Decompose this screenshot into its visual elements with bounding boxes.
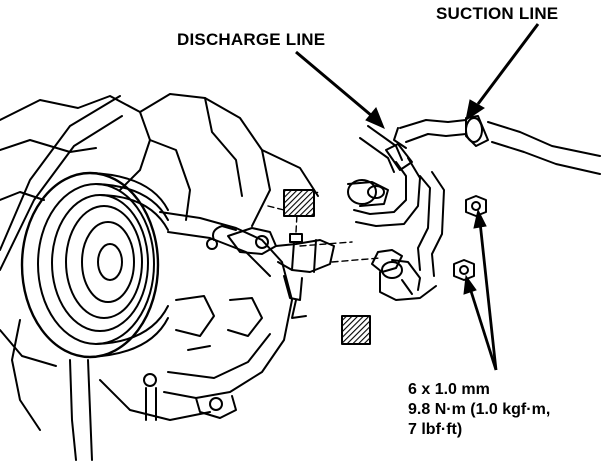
compressor-manifold — [206, 225, 335, 319]
o-ring-seal-lower — [341, 315, 371, 345]
compressor-body — [143, 211, 293, 421]
compressor-clutch-pulley — [20, 171, 169, 359]
suction-line-hose — [371, 115, 601, 301]
torque-value-text-cont: 7 lbf·ft) — [408, 421, 463, 438]
engine-block-outline — [0, 93, 319, 461]
suction-line-label: SUCTION LINE — [436, 4, 559, 23]
o-ring-seal-upper — [283, 189, 315, 217]
torque-value-text: 9.8 N·m (1.0 kgf·m, — [408, 401, 551, 418]
torque-spec: 6 x 1.0 mm 9.8 N·m (1.0 kgf·m, 7 lbf·ft) — [408, 380, 550, 440]
discharge-line-hose — [347, 125, 421, 227]
bolt-size-text: 6 x 1.0 mm — [408, 381, 490, 398]
mounting-nut-upper — [465, 195, 487, 217]
discharge-line-label: DISCHARGE LINE — [177, 30, 326, 49]
mounting-nut-lower — [453, 259, 475, 281]
drive-belt — [0, 95, 123, 367]
leader-arrows — [295, 23, 540, 371]
